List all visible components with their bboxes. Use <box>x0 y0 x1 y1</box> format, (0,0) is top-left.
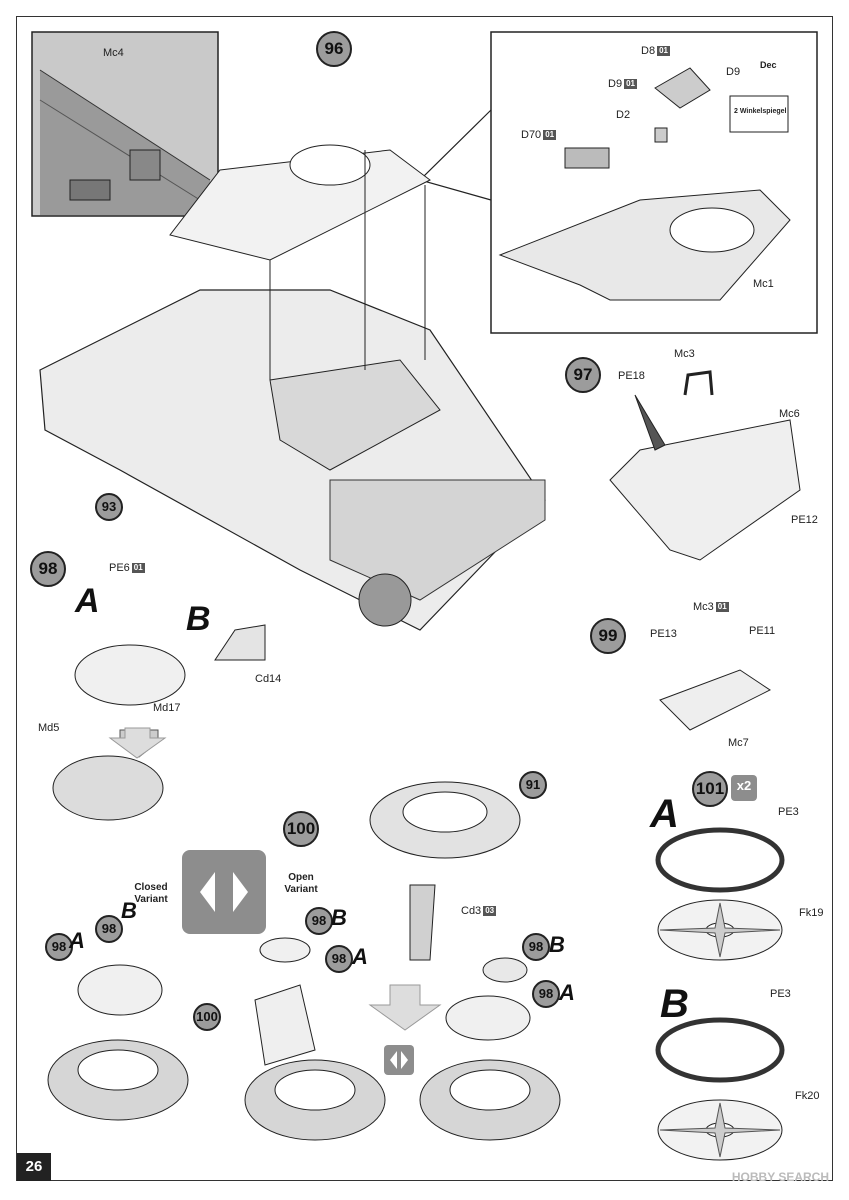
label-dec: Dec <box>760 60 777 70</box>
ref-step-91: 91 <box>519 771 547 799</box>
label-pe11: PE11 <box>749 625 776 637</box>
hatch-98-bottom <box>52 755 164 821</box>
label-md17: Md17 <box>153 702 181 714</box>
variant-a-small: A <box>69 928 85 953</box>
variant-b-small: B <box>121 898 137 923</box>
label-d8-text: D8 <box>641 45 656 57</box>
ref-step-98-b2: 98 <box>305 907 333 935</box>
label-pe13: PE13 <box>650 628 677 640</box>
ref-step-100: 100 <box>193 1003 221 1031</box>
plate-99 <box>659 669 771 731</box>
tag-01: 01 <box>624 79 637 90</box>
variant-b-small-2: B <box>331 905 347 930</box>
variant-b-label: B <box>186 600 211 638</box>
tag-01: 01 <box>715 602 729 613</box>
step-99-badge: 99 <box>590 618 626 654</box>
label-pe6-text: PE6 <box>109 562 130 574</box>
variant-a-small-3: A <box>559 980 575 1005</box>
inset-hull-shadow <box>40 70 210 215</box>
closed-variant-label: Closed Variant <box>134 882 168 905</box>
label-d9b: D9 <box>726 66 741 78</box>
page-frame <box>16 16 833 1181</box>
ref-step-98-a2: 98 <box>325 945 353 973</box>
label-d9a-text: D9 <box>608 78 623 90</box>
label-mc7: Mc7 <box>728 737 749 749</box>
label-cd14: Cd14 <box>255 673 282 685</box>
decal-sheet <box>729 95 789 133</box>
hatch-98-top <box>74 644 186 706</box>
label-md5: Md5 <box>38 722 60 734</box>
ref-step-98-b3: 98 <box>522 933 550 961</box>
variant-b-small-3: B <box>549 932 565 957</box>
label-fk19: Fk19 <box>799 907 824 919</box>
pe3-ring-a <box>655 827 785 893</box>
vehicle-hull <box>39 289 546 631</box>
pe3-ring-b <box>655 1017 785 1083</box>
assembly-100-variant <box>419 957 561 1141</box>
tag-03: 03 <box>483 906 497 917</box>
tag-01: 01 <box>131 563 145 574</box>
watermark: HOBBY SEARCH <box>731 1170 829 1184</box>
variant-switch-icon <box>182 850 266 934</box>
label-mc1: Mc1 <box>753 278 774 290</box>
label-fk20: Fk20 <box>795 1090 820 1102</box>
label-pe3-b: PE3 <box>770 988 791 1000</box>
step-101-badge: 101 <box>692 771 728 807</box>
variant-switch-icon-small <box>384 1045 414 1075</box>
step-97-badge: 97 <box>565 357 601 393</box>
variant-a-label: A <box>75 582 100 620</box>
multiplier-x2: x2 <box>736 778 752 793</box>
label-pe12: PE12 <box>791 514 818 526</box>
variant-a-small-2: A <box>352 944 368 969</box>
down-arrow <box>368 984 442 1031</box>
step-96-badge: 96 <box>316 31 352 67</box>
assembly-100-open <box>244 937 386 1141</box>
label-mc3-97: Mc3 <box>674 348 695 360</box>
open-variant-label: Open Variant <box>284 872 318 895</box>
page-number: 26 <box>17 1153 51 1181</box>
label-mc6: Mc6 <box>779 408 800 420</box>
label-d70-text: D70 <box>521 129 542 141</box>
ref-step-98-a: 98 <box>45 933 73 961</box>
label-mc3-99-text: Mc3 <box>693 601 714 613</box>
variant-a-101: A <box>650 792 679 836</box>
label-winkelspiegel: 2 Winkelspiegel <box>734 108 787 115</box>
step-100-badge: 100 <box>283 811 319 847</box>
ref-step-93: 93 <box>95 493 123 521</box>
variant-b-101: B <box>660 982 689 1026</box>
label-d2: D2 <box>616 109 631 121</box>
label-pe3-a: PE3 <box>778 806 799 818</box>
ref-step-98-b: 98 <box>95 915 123 943</box>
part-d70 <box>564 147 610 169</box>
hatch-plate-97 <box>609 419 801 561</box>
label-mc4: Mc4 <box>103 47 124 59</box>
tag-01: 01 <box>543 130 557 141</box>
assembly-100-closed <box>47 964 189 1121</box>
ref-step-98-a3: 98 <box>532 980 560 1008</box>
step-98-badge: 98 <box>30 551 66 587</box>
label-pe18: PE18 <box>618 370 645 382</box>
tag-01: 01 <box>657 46 670 57</box>
label-cd3-text: Cd3 <box>461 905 482 917</box>
